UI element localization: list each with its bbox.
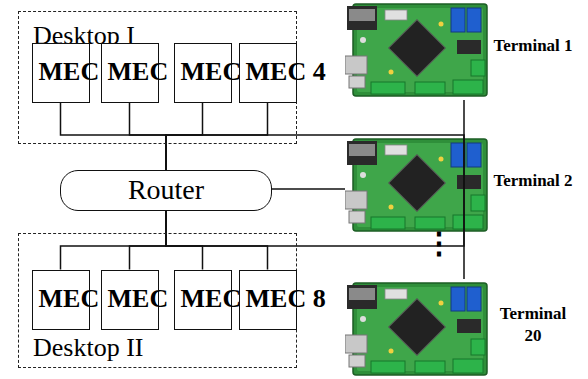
network-link	[130, 211, 167, 270]
network-link	[272, 189, 345, 190]
router-box: Router	[60, 170, 272, 211]
mec-box: MEC 3	[174, 43, 232, 103]
group-title: Desktop II	[33, 334, 143, 363]
mec-box: MEC 6	[101, 270, 159, 330]
node-label: Router	[128, 175, 204, 206]
network-link	[166, 103, 268, 171]
mec-box: MEC 4	[239, 43, 297, 103]
network-link	[166, 103, 203, 171]
mec-box: MEC 1	[32, 43, 90, 103]
network-link	[166, 211, 203, 270]
mec-box: MEC 8	[239, 270, 297, 330]
terminal-board	[345, 4, 487, 96]
ellipsis-label: ⋮	[424, 228, 454, 258]
mec-box: MEC 7	[174, 270, 232, 330]
network-link	[61, 103, 167, 171]
network-link	[130, 103, 167, 171]
node-label: MEC 6	[108, 285, 152, 314]
terminal-label: Terminal 1	[493, 35, 573, 57]
node-label: MEC 8	[246, 285, 290, 314]
terminal-node: Terminal 1	[345, 0, 583, 100]
desktop-group: Desktop IMEC 1MEC 2MEC 3MEC 4	[18, 11, 297, 144]
mec-box: MEC 5	[32, 270, 90, 330]
terminal-board	[345, 139, 487, 231]
network-link	[61, 211, 167, 270]
node-label: MEC 1	[39, 58, 83, 87]
node-label: MEC 7	[181, 285, 225, 314]
terminal-node: Terminal 20	[345, 279, 583, 379]
node-label: MEC 4	[246, 58, 290, 87]
node-label: MEC 5	[39, 285, 83, 314]
desktop-group: Desktop II MEC 5 MEC 6 MEC 7 MEC 8	[18, 233, 297, 368]
network-link	[166, 211, 268, 270]
node-label: MEC 2	[108, 58, 152, 87]
node-label: MEC 3	[181, 58, 225, 87]
terminal-label: Terminal 20	[493, 303, 573, 347]
terminal-board	[345, 283, 487, 375]
terminal-label: Terminal 2	[493, 170, 573, 192]
mec-box: MEC 2	[101, 43, 159, 103]
terminal-node: Terminal 2	[345, 135, 583, 235]
